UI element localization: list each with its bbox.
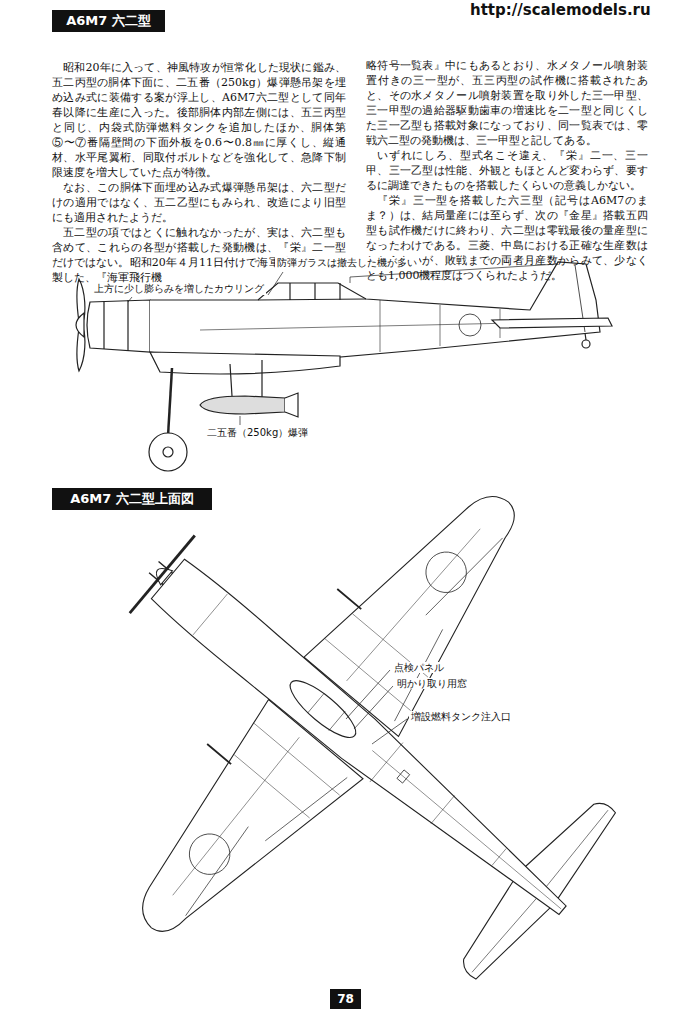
- leader-line: [268, 272, 283, 295]
- page-number: 78: [330, 989, 361, 1009]
- propeller: [130, 535, 195, 613]
- bomb: [200, 396, 285, 414]
- cowling: [87, 300, 150, 352]
- callout-label: 上方に少し膨らみを増したカウリング: [92, 283, 266, 295]
- horizontal-stabilizer: [492, 318, 612, 328]
- spinner: [76, 313, 84, 337]
- body-text: なお、この胴体下面埋め込み式爆弾懸吊架は、六二型だけの適用ではなく、五二乙型にも…: [52, 180, 346, 225]
- canopy-frame: [308, 693, 346, 730]
- callout-label: 明かり取り用窓: [395, 678, 469, 689]
- section-heading-text: A6M7 六二型上面図: [70, 490, 194, 508]
- leader-line: [240, 416, 241, 425]
- wheel-hub: [163, 447, 173, 457]
- hinomaru: [459, 314, 481, 336]
- callout-label: 増設燃料タンク注入口: [409, 711, 513, 722]
- window: [397, 770, 410, 783]
- callout-label: 二五番（250kg）爆弾: [205, 427, 310, 439]
- text-column: 略符号一覧表』中にもあるとおり、水メタノール噴射装置付きの三一型が、五三丙型の試…: [366, 58, 648, 283]
- landing-gear-strut: [168, 368, 172, 436]
- control-surface-line: [179, 532, 530, 938]
- body-text: 『栄』三一型を搭載した六三型（記号はA6M7のまま？）は、結局量産には至らず、次…: [366, 193, 648, 283]
- wing: [150, 352, 340, 374]
- leader-line: [128, 297, 132, 302]
- top-view: [0, 354, 684, 1024]
- hinomaru: [418, 544, 475, 601]
- callout-label: 点検パネル: [392, 662, 446, 673]
- bomb-fin: [285, 393, 298, 417]
- cowling-panel-line: [104, 300, 128, 351]
- section-heading: A6M7 六二型上面図: [52, 488, 212, 510]
- body-text: いずれにしろ、型式名こそ違え、『栄』二一、三一甲、三一乙型は性能、外観ともほとん…: [366, 148, 648, 193]
- side-view: [76, 262, 612, 471]
- tail-wheel-strut: [585, 333, 586, 340]
- page-number-text: 78: [337, 992, 354, 1006]
- body-text: 略符号一覧表』中にもあるとおり、水メタノール噴射装置付きの三一型が、五三丙型の試…: [366, 58, 648, 148]
- panel-line: [135, 497, 528, 936]
- main-wheel: [149, 433, 187, 471]
- watermark: http://scalemodels.ru: [470, 1, 651, 19]
- hinomaru: [181, 826, 238, 883]
- bomb-rack: [230, 360, 262, 397]
- callout-label: 防弾ガラスは撤去した機が多い: [275, 257, 419, 269]
- body-text: 昭和20年に入って、神風特攻が恒常化した現状に鑑み、五二丙型の胴体下面に、二五番…: [52, 60, 346, 180]
- canopy: [283, 673, 363, 746]
- section-heading-text: A6M7 六二型: [66, 12, 151, 30]
- tail-wheel: [582, 340, 590, 348]
- section-heading: A6M7 六二型: [52, 10, 165, 32]
- body-text: 五二型の項ではとくに触れなかったが、実は、六二型も含めて、これらの各型が搭載した…: [52, 225, 346, 285]
- text-column: 昭和20年に入って、神風特攻が恒常化した現状に鑑み、五二丙型の胴体下面に、二五番…: [52, 60, 346, 285]
- fuselage-outline: [150, 557, 581, 931]
- panel-line: [193, 594, 578, 929]
